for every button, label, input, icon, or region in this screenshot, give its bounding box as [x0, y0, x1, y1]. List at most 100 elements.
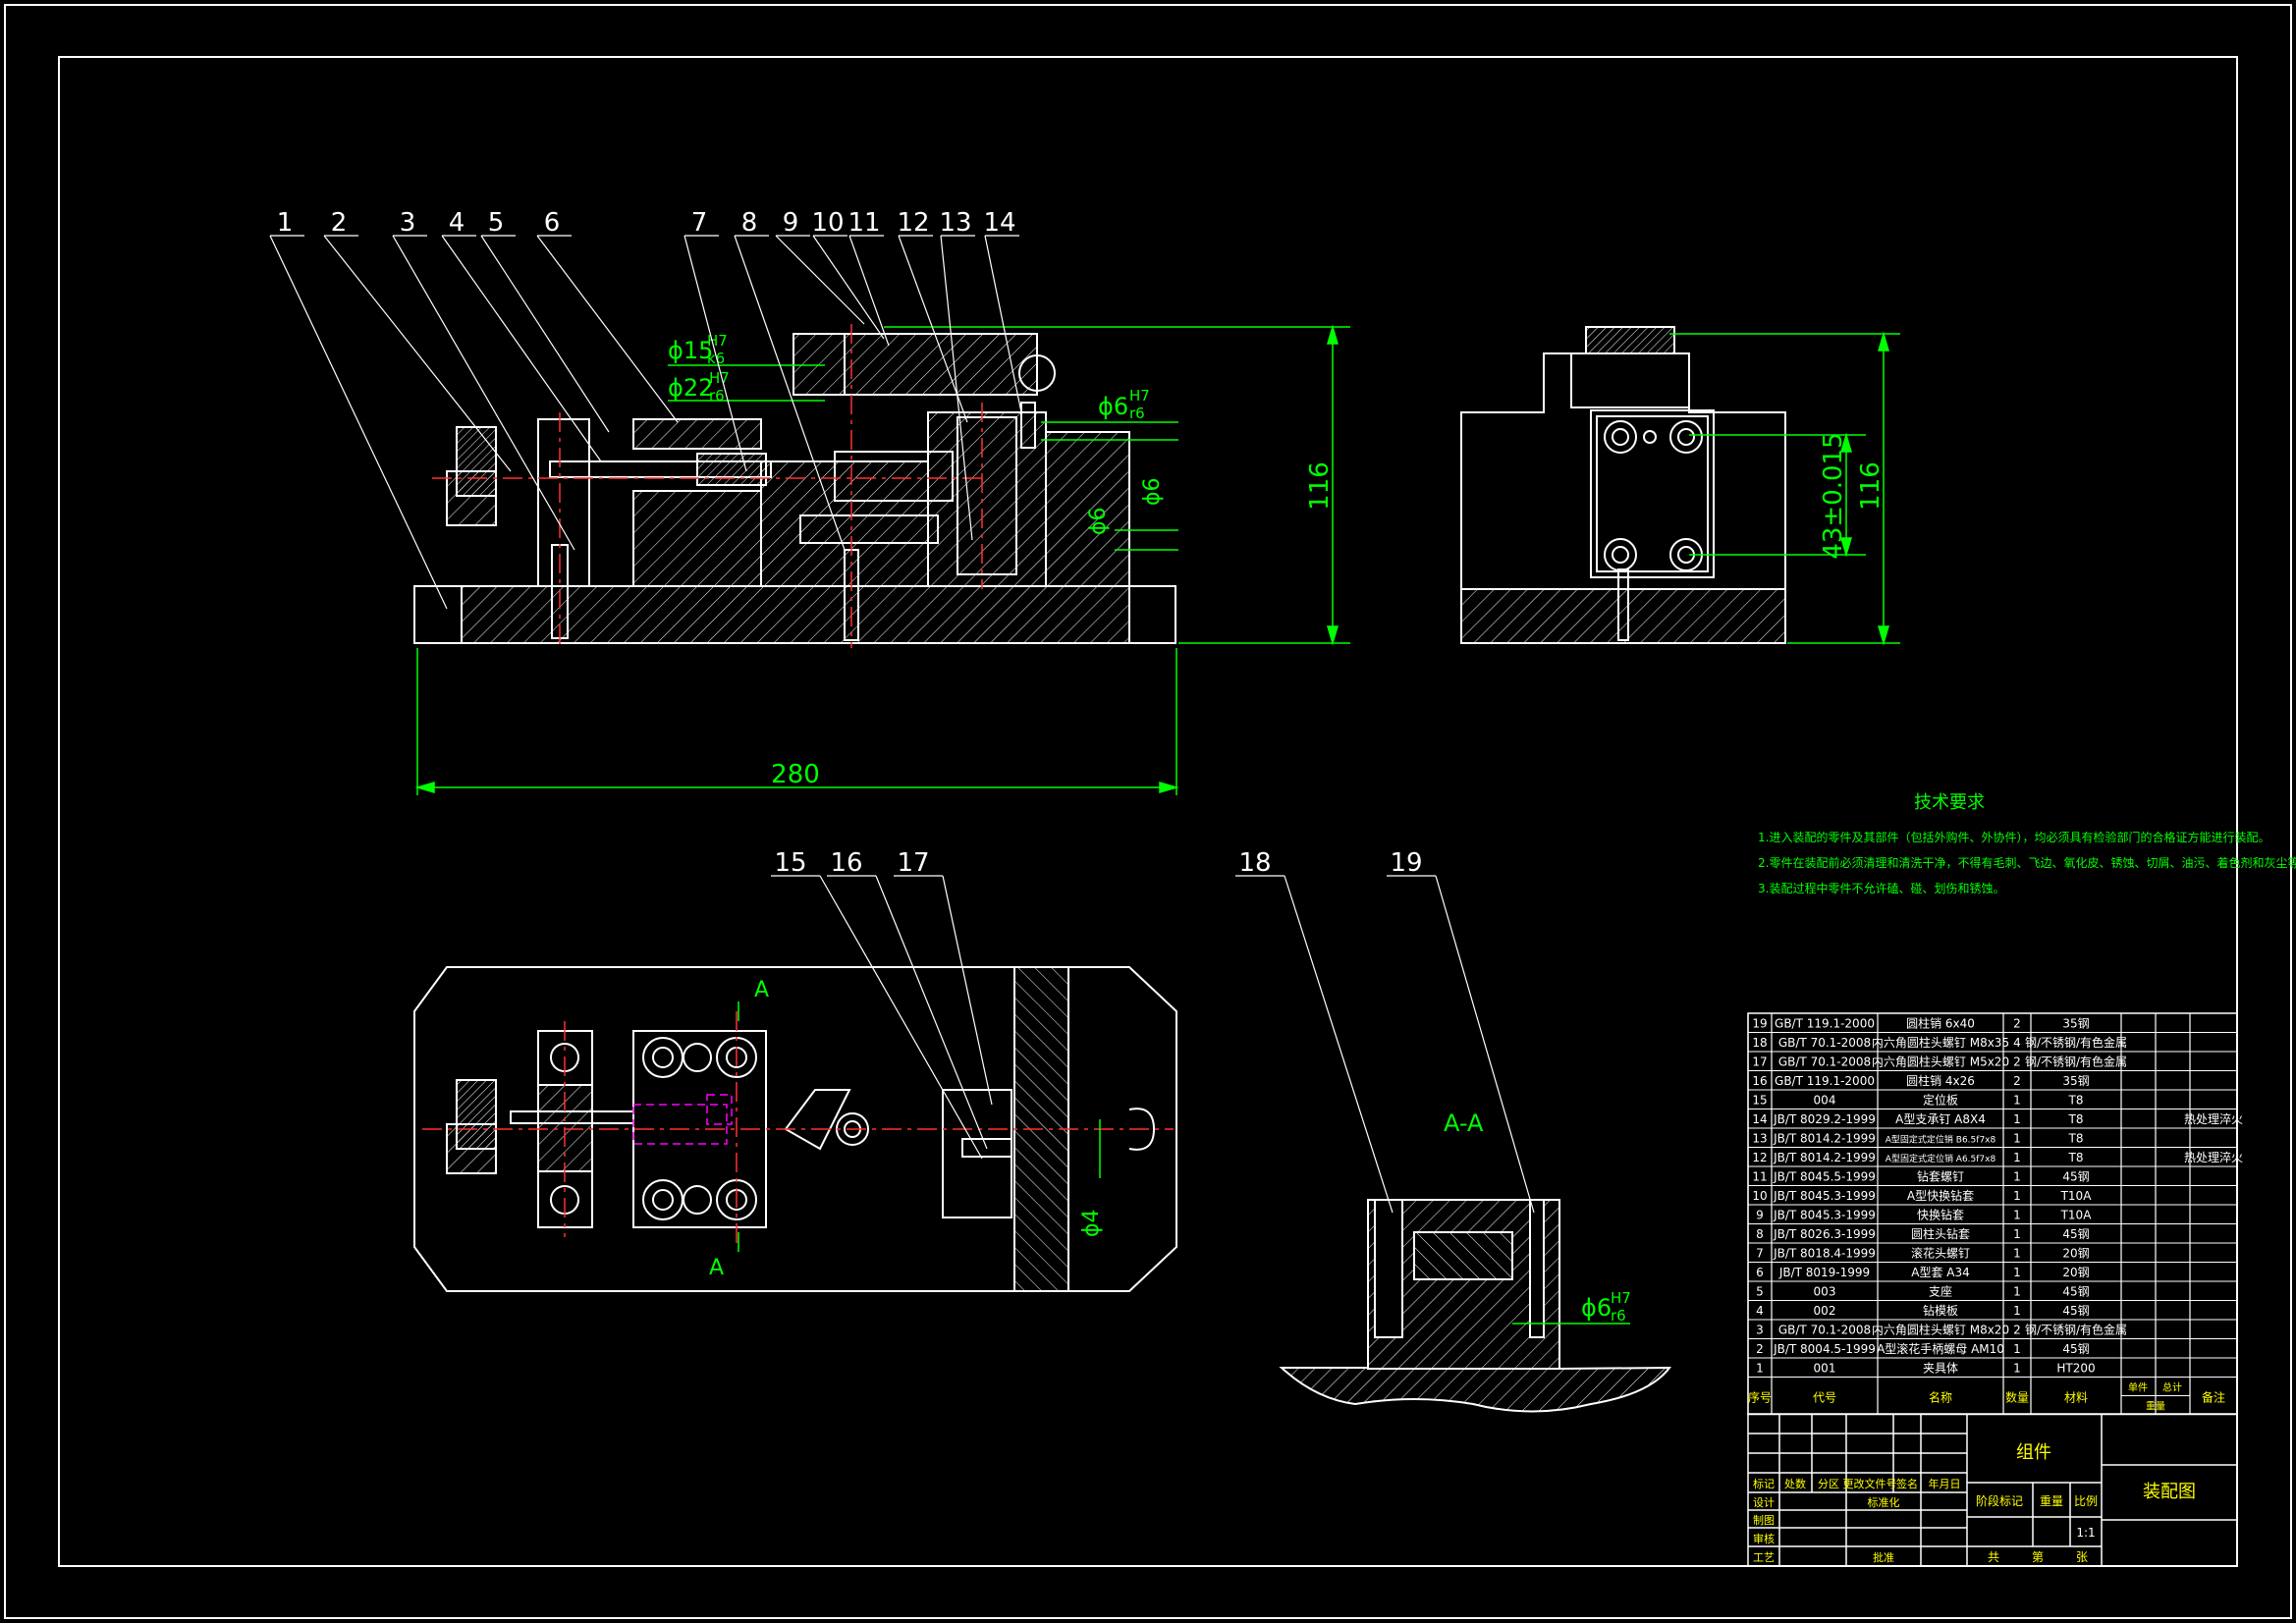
bom-cell: 7 — [1756, 1247, 1764, 1261]
bom-header-cell: 名称 — [1929, 1390, 1952, 1405]
fit-h7-c: H7 — [1129, 387, 1150, 405]
bom-cell: JB/T 8014.2-1999 — [1773, 1151, 1876, 1164]
balloon-1: 1 — [269, 208, 448, 610]
bom-cell: 圆柱销 6x40 — [1906, 1016, 1975, 1031]
balloon-label: 18 — [1238, 848, 1271, 878]
section-mark-a-top: A — [754, 978, 769, 1002]
balloon-label: 11 — [847, 208, 880, 238]
bom-cell: 1 — [2013, 1266, 2021, 1279]
dim-116-front: 116 — [1305, 461, 1335, 511]
balloon-label: 19 — [1390, 848, 1422, 878]
bom-cell: 15 — [1752, 1094, 1767, 1108]
bom-cell: 19 — [1752, 1017, 1767, 1031]
bom-cell: HT200 — [2056, 1362, 2095, 1376]
bom-cell: 滚花头螺钉 — [1911, 1246, 1970, 1261]
balloon-label: 6 — [544, 208, 561, 238]
tb-label-change: 更改文件号 — [1843, 1477, 1897, 1490]
bom-cell: 内六角圆柱头螺钉 M5x20 — [1872, 1055, 2009, 1069]
bom-cell: 14 — [1752, 1112, 1767, 1126]
balloon-18: 18 — [1235, 848, 1394, 1214]
tb-process: 工艺 — [1753, 1551, 1775, 1564]
bom-cell: JB/T 8014.2-1999 — [1773, 1132, 1876, 1146]
tb-label-sign: 签名 — [1896, 1477, 1918, 1490]
tb-design: 设计 — [1753, 1496, 1775, 1509]
dim-280: 280 — [771, 760, 820, 789]
balloon-12: 12 — [897, 208, 968, 423]
bom-cell: JB/T 8045.5-1999 — [1773, 1170, 1876, 1184]
bom-cell: 9 — [1756, 1209, 1764, 1222]
bom-cell: 45钢 — [2062, 1304, 2089, 1318]
bom-cell: 1 — [2013, 1304, 2021, 1318]
bom-cell: 支座 — [1929, 1284, 1952, 1299]
balloon-8: 8 — [734, 208, 846, 551]
dim-43: 43±0.015 — [1819, 432, 1848, 559]
side-dimensions — [1669, 331, 1900, 646]
dim-d15: ϕ15 — [668, 337, 713, 364]
bom-cell: A型套 A34 — [1911, 1266, 1970, 1279]
bom-header-cell: 总计 — [2162, 1381, 2182, 1394]
bom-cell: 45钢 — [2062, 1285, 2089, 1299]
tech-req-item-2: 2.零件在装配前必须清理和清洗干净，不得有毛刺、飞边、氧化皮、锈蚀、切屑、油污、… — [1758, 855, 2296, 870]
bom-cell: 2 — [1756, 1342, 1764, 1356]
bom-cell: JB/T 8019-1999 — [1778, 1266, 1870, 1279]
bom-cell: T10A — [2060, 1189, 2093, 1203]
bom-cell: 1 — [2013, 1132, 2021, 1146]
balloon-2: 2 — [323, 208, 512, 472]
balloon-label: 3 — [400, 208, 416, 238]
bom-cell: A型固定式定位销 B6.5f7x8 — [1886, 1134, 1996, 1146]
balloon-label: 17 — [897, 848, 929, 878]
balloon-10: 10 — [811, 208, 885, 340]
tb-standard: 标准化 — [1868, 1495, 1900, 1509]
section-aa — [1279, 1199, 1672, 1413]
balloon-label: 15 — [774, 848, 806, 878]
bom-cell: JB/T 8018.4-1999 — [1773, 1247, 1876, 1261]
tb-part-name: 组件 — [2016, 1442, 2051, 1463]
fit-k6-a: k6 — [707, 350, 725, 367]
balloon-label: 8 — [741, 208, 758, 238]
bom-cell: 1 — [2013, 1112, 2021, 1126]
bom-cell: 热处理淬火 — [2184, 1111, 2243, 1126]
tb-sheets: 共 — [1988, 1550, 1999, 1564]
bom-cell: 4 — [1756, 1304, 1764, 1318]
tech-req-item-1: 1.进入装配的零件及其部件（包括外购件、外协件），均必须具有检验部门的合格证方能… — [1758, 830, 2269, 844]
bom-cell: 12 — [1752, 1151, 1767, 1164]
bom-cell: 1 — [2013, 1247, 2021, 1261]
dim-d22: ϕ22 — [668, 374, 713, 402]
tb-approve: 批准 — [1873, 1550, 1894, 1564]
fit-r6-sec: r6 — [1611, 1307, 1626, 1325]
bom-cell: 2 — [2013, 1074, 2021, 1088]
title-block — [1747, 1413, 2238, 1567]
bom-cell: 内六角圆柱头螺钉 M8x20 — [1872, 1323, 2009, 1337]
tb-scale: 比例 — [2074, 1494, 2098, 1508]
tb-label-date: 年月日 — [1929, 1477, 1961, 1490]
bom-cell: 2 — [2013, 1324, 2021, 1337]
balloon-5: 5 — [480, 208, 610, 433]
bom-cell: 内六角圆柱头螺钉 M8x35 — [1872, 1035, 2009, 1050]
bom-cell: 16 — [1752, 1074, 1767, 1088]
fit-h7-a: H7 — [707, 332, 728, 350]
bom-header-cell: 代号 — [1813, 1391, 1836, 1405]
bom-cell: T10A — [2060, 1209, 2093, 1222]
tb-sheet: 张 — [2076, 1550, 2088, 1564]
bom-cell: 35钢 — [2062, 1074, 2089, 1088]
tb-review: 审核 — [1753, 1532, 1775, 1545]
bom-cell: 定位板 — [1923, 1093, 1958, 1108]
bom-cell: 18 — [1752, 1036, 1767, 1050]
balloon-label: 12 — [897, 208, 929, 238]
bom-cell: 002 — [1814, 1304, 1836, 1318]
bom-cell: 1 — [2013, 1362, 2021, 1376]
bom-cell: 4 — [2013, 1036, 2021, 1050]
bom-cell: 快换钻套 — [1917, 1208, 1964, 1222]
dim-d6-a: ϕ6 — [1098, 393, 1128, 420]
